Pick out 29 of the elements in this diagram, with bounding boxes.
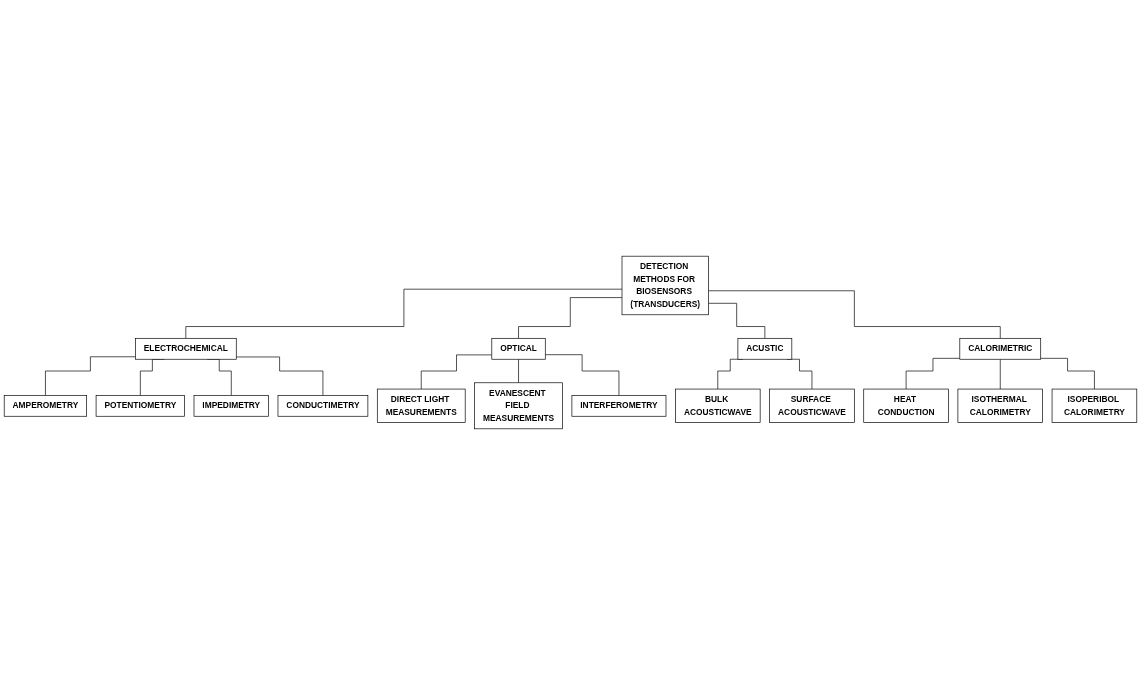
connector [420,354,493,389]
node-box: EVANESCENT FIELD MEASUREMENTS [474,381,563,429]
node-box: BULK ACOUSTICWAVE [675,388,761,423]
connector [1040,357,1095,389]
connector [45,355,136,396]
connector [999,358,1001,389]
node-box: INTERFEROMETRY [571,394,667,417]
node-box: AMPEROMETRY [3,394,87,417]
node-box: POTENTIOMETRY [95,394,185,417]
node-box: IMPEDIMETRY [193,394,269,417]
node-box: HEAT CONDUCTION [863,388,949,423]
connector [185,288,623,339]
connector [905,357,961,389]
node-box: ISOPERIBOL CALORIMETRY [1051,388,1138,423]
connector [544,353,620,396]
node-box: CONDUCTIMETRY [277,394,369,417]
node-box: OPTICAL [491,337,546,360]
connector [708,289,1001,339]
node-box: CALORIMETRIC [959,337,1042,360]
connector [235,356,324,396]
node-box: ELECTROCHEMICAL [135,337,237,360]
node-box: DETECTION METHODS FOR BIOSENSORS (TRANSDUCERS) [621,255,709,315]
connector [518,296,623,339]
node-box: SURFACE ACOUSTICWAVE [769,388,855,423]
connector [708,302,766,339]
node-box: ACUSTIC [737,337,793,360]
node-box: DIRECT LIGHT MEASUREMENTS [376,388,466,423]
connector [518,358,519,383]
node-box: ISOTHERMAL CALORIMETRY [957,388,1043,423]
